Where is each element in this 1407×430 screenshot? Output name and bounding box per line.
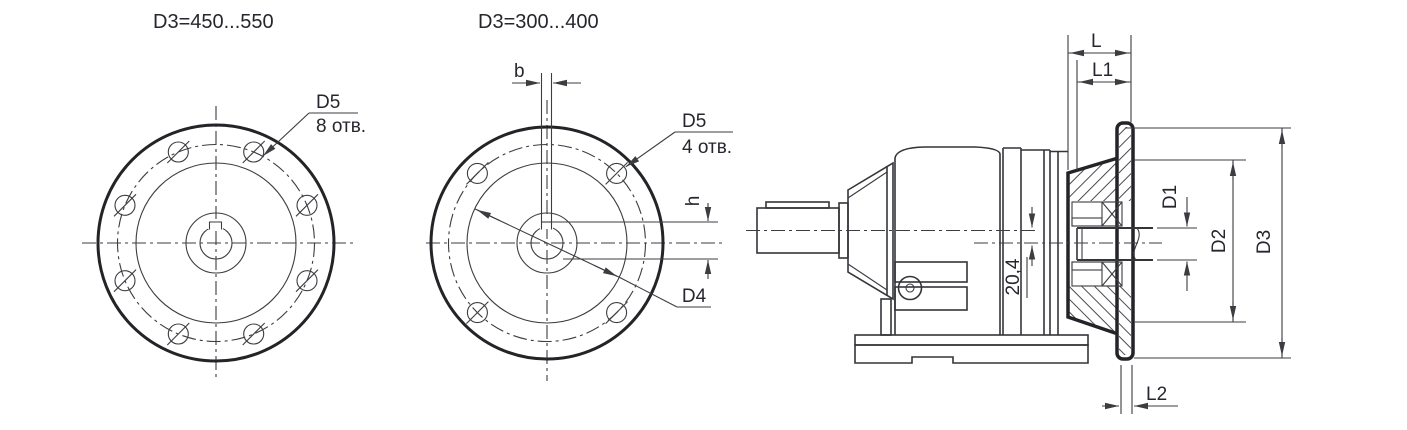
left-hub-circle — [185, 212, 247, 274]
lower-seal — [1071, 261, 1103, 271]
flange-cone-section — [1066, 156, 1119, 336]
lower-bearing-icon — [1101, 261, 1123, 287]
axis-offset-value: 20,4 — [1003, 258, 1024, 295]
middle-spigot-circle — [466, 162, 628, 324]
left-holes-callout: D5 8 отв. — [262, 92, 366, 157]
hub-length-dimension: L1 — [1076, 60, 1131, 170]
pilot-diameter-label: D2 — [1209, 229, 1230, 253]
keyway-width-dimension: b — [512, 61, 581, 87]
input-shaft-key — [765, 201, 830, 209]
keyway-width-label: b — [514, 61, 525, 82]
flange-length-dimension: L — [1067, 31, 1132, 170]
axis-offset-dimension: 20,4 — [1003, 207, 1036, 298]
shaft-diameter-label: D1 — [1160, 185, 1181, 209]
left-outer-circle — [96, 123, 336, 363]
flange-plate-section — [1115, 121, 1135, 361]
middle-holes-callout: D5 4 отв. — [625, 111, 733, 168]
middle-bolt-holes — [466, 162, 628, 324]
output-shaft — [1076, 227, 1153, 261]
plug-screw — [897, 275, 923, 301]
left-bolt-circle — [116, 143, 316, 343]
middle-keyway — [540, 73, 553, 230]
plate-thickness-dimension: L2 — [1102, 365, 1178, 414]
pilot-diameter-dimension: D2 — [1134, 159, 1246, 323]
middle-outer-circle — [429, 125, 665, 361]
left-spigot-circle — [135, 162, 297, 324]
flange-diameter-label: D3 — [1254, 230, 1275, 254]
middle-flange-view: D3=300...400 b — [426, 11, 733, 381]
left-flange-view: D3=450...550 D5 8 о — [82, 11, 366, 381]
middle-holes-label: D5 — [682, 111, 706, 132]
middle-view-title: D3=300...400 — [478, 11, 599, 33]
base-foot — [854, 334, 1089, 364]
flange-length-label: L — [1091, 31, 1102, 52]
middle-hub-circle — [516, 212, 578, 274]
middle-holes-count-note: 4 отв. — [682, 137, 732, 158]
upper-bearing-icon — [1101, 201, 1123, 227]
hub-length-label: L1 — [1092, 60, 1113, 81]
left-keyway — [208, 219, 223, 230]
gearbox-body — [894, 146, 1068, 335]
left-bolt-holes — [113, 140, 319, 346]
plate-thickness-label: L2 — [1146, 384, 1167, 405]
spigot-diameter-dimension: D4 — [474, 208, 711, 308]
middle-bolt-circle — [447, 143, 647, 343]
keyway-height-label: h — [683, 196, 704, 207]
left-view-title: D3=450...550 — [153, 11, 274, 33]
bell-support-leg — [880, 298, 892, 336]
upper-seal — [1071, 217, 1103, 227]
bell-housing — [847, 161, 894, 301]
shaft-break-line — [1133, 227, 1140, 261]
flange-section-hatching — [1068, 127, 1131, 355]
left-holes-count-note: 8 отв. — [316, 116, 366, 137]
side-section-view: 20,4 L L1 L2 — [746, 31, 1291, 414]
left-holes-label: D5 — [316, 92, 340, 113]
keyway-height-dimension: h — [552, 196, 718, 279]
shaft-diameter-dimension: D1 — [1157, 185, 1197, 291]
flange-bearings — [1071, 201, 1123, 287]
spigot-diameter-label: D4 — [682, 286, 707, 307]
flange-diameter-dimension: D3 — [1125, 127, 1291, 359]
side-ribs — [880, 261, 968, 336]
